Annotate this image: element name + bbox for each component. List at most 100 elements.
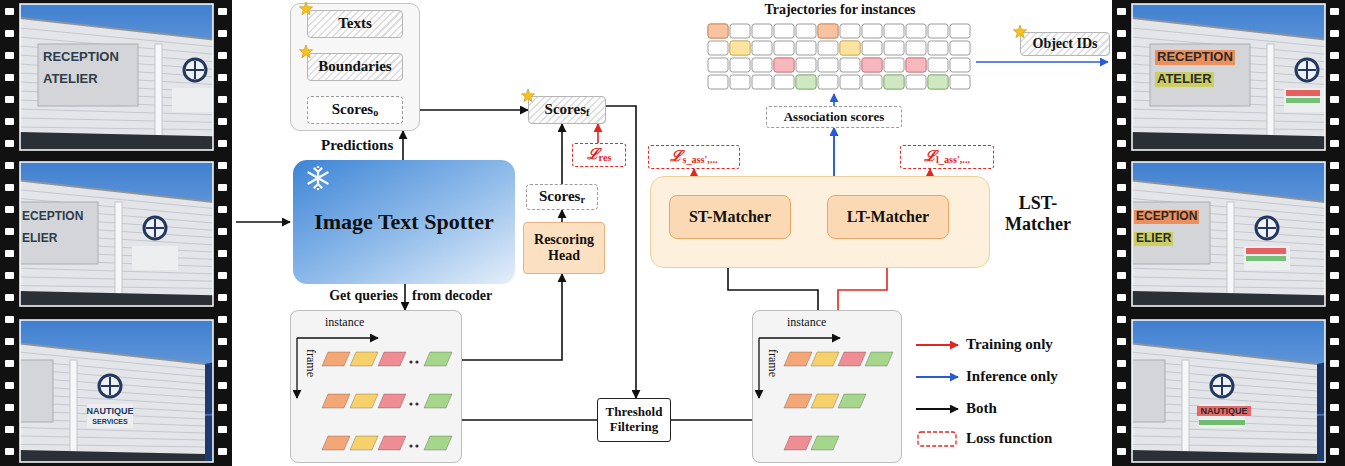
trajectory-grid	[774, 58, 794, 72]
prediction-group: PredictionsTextsBoundariesScoreso	[290, 3, 420, 131]
query-grid-left	[424, 394, 452, 408]
process-box: Rescoring Head	[523, 222, 605, 274]
star-marks	[299, 2, 312, 15]
legend-sample	[918, 432, 956, 446]
detected-text: RECEPTION	[1155, 50, 1235, 65]
trajectory-grid	[708, 24, 728, 38]
detected-text: ATELIER	[1155, 72, 1214, 87]
subscript: s_ass',...	[682, 154, 717, 165]
spotter-background	[293, 160, 515, 284]
node-text: Scores	[539, 188, 580, 204]
score-box: Scoresr	[526, 184, 598, 210]
connector	[462, 419, 597, 421]
input-film-strip	[20, 162, 213, 306]
star-marks	[1013, 25, 1026, 38]
trajectory-grid	[884, 75, 904, 89]
output-film-strip	[1132, 320, 1325, 462]
input-film-strip	[20, 4, 213, 150]
output-film-strip	[1047, 0, 1345, 466]
query-grid-left	[297, 337, 378, 338]
legend-text: Inference only	[966, 368, 1058, 385]
snowflake-icon	[309, 167, 328, 189]
node-label: ℒl_ass',...	[924, 148, 970, 166]
process-box: LT-Matcher	[827, 195, 949, 239]
query-grid-left	[322, 352, 350, 366]
query-grid-right	[811, 436, 839, 450]
query-grid-left	[378, 394, 406, 408]
node-label: Threshold Filtering	[602, 405, 666, 435]
output-film-strip	[1246, 248, 1286, 254]
star-marks	[299, 45, 312, 58]
group-heading: LST-Matcher	[999, 193, 1077, 234]
node-label: Rescoring Head	[528, 232, 600, 264]
connector	[402, 131, 404, 160]
input-film-strip	[20, 4, 213, 150]
output-film-strip	[1199, 420, 1245, 425]
node-text: Scores	[545, 101, 586, 117]
query-grid-left	[350, 394, 378, 408]
query-grid-right	[838, 394, 866, 408]
connector	[597, 124, 599, 143]
annotation: from decoder	[412, 288, 492, 304]
node-text: ℒ	[924, 148, 936, 164]
node-text: ST-Matcher	[689, 208, 771, 225]
node-text: Boundaries	[318, 58, 391, 74]
subscript: res	[599, 152, 612, 163]
output-film-strip	[1132, 4, 1325, 150]
query-grid-left	[415, 360, 418, 363]
query-grid-left	[322, 394, 350, 408]
subscript: f	[586, 107, 589, 118]
output-film-strip	[1132, 320, 1325, 462]
output-film-strip	[1132, 320, 1325, 462]
node-text: Threshold Filtering	[606, 404, 663, 434]
query-grid-right	[784, 436, 812, 450]
trajectory-grid	[707, 23, 971, 91]
connector	[561, 124, 563, 184]
node-text: Scores	[332, 101, 373, 117]
node-text: ℒ	[670, 148, 682, 164]
process-box: Threshold Filtering	[597, 398, 671, 442]
output-film-strip	[1286, 90, 1320, 96]
node-text: Image Text Spotter	[314, 209, 494, 234]
loss-box: ℒl_ass',...	[900, 145, 994, 169]
detected-text: ELIER	[1134, 232, 1173, 246]
query-grid-right	[811, 352, 839, 366]
trajectory-grid	[818, 24, 838, 38]
annotation: Get queries	[318, 288, 398, 304]
query-grid-left	[322, 436, 350, 450]
score-box: Scoresf	[528, 96, 606, 124]
output-box: Texts	[307, 10, 403, 38]
output-film-strip	[1132, 162, 1325, 306]
detected-text: ECEPTION	[1134, 210, 1199, 224]
query-grid: instanceframe	[752, 310, 902, 463]
node-label: Scoresr	[539, 188, 585, 206]
query-grid: instanceframe	[290, 310, 462, 463]
query-grid-left	[378, 352, 406, 366]
connector	[671, 419, 752, 421]
legend-sample	[916, 408, 958, 410]
connector	[404, 284, 406, 310]
query-grid-right	[784, 394, 812, 408]
axis-label: frame	[303, 349, 317, 377]
photo-text: NAUTIQUE	[85, 406, 135, 416]
output-film-strip	[1132, 4, 1325, 150]
connector	[833, 94, 835, 106]
query-grid-left	[415, 444, 418, 447]
star-marks	[521, 89, 534, 102]
query-grid-right	[752, 310, 902, 463]
trajectory-grid	[862, 58, 882, 72]
input-film-strip	[20, 320, 213, 462]
snowflake-icon	[315, 169, 322, 188]
query-grid-left	[409, 402, 412, 405]
trajectory-grid	[796, 75, 816, 89]
legend-text: Loss function	[966, 430, 1052, 447]
node-label: LT-Matcher	[847, 208, 929, 226]
node-text: ℒ	[587, 146, 599, 162]
query-grid-left	[378, 436, 406, 450]
output-film-strip	[1246, 256, 1286, 261]
output-box: Object IDs	[1020, 32, 1110, 56]
node-text: Rescoring Head	[534, 232, 594, 263]
node-text: Object IDs	[1033, 36, 1098, 51]
